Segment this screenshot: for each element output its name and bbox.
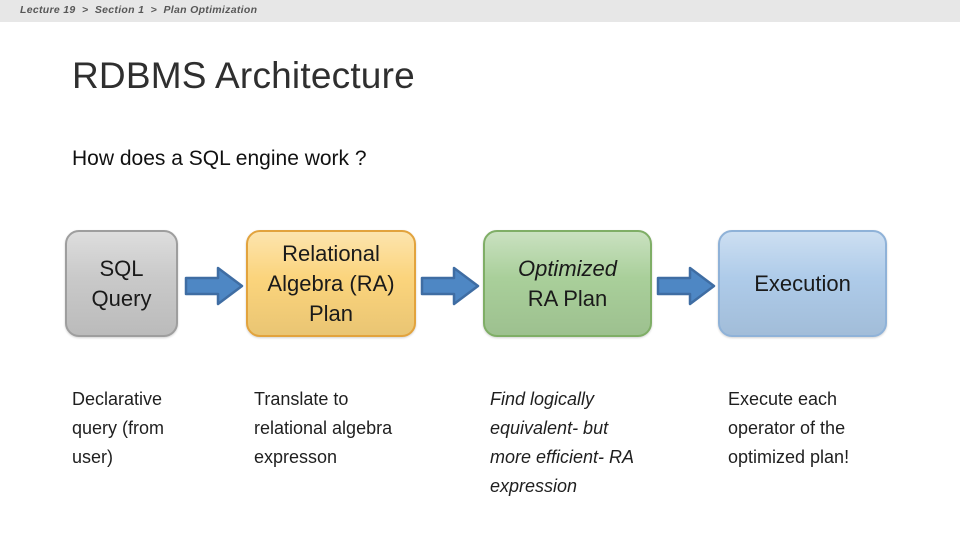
step-box-sql-query: SQL Query xyxy=(65,230,178,337)
step-caption-relational-algebra-plan: Translate to relational algebra expresso… xyxy=(254,389,393,467)
step-box-label: Execution xyxy=(754,270,851,296)
step-box-label-line: RA Plan xyxy=(527,285,608,311)
arrow-right-shape xyxy=(184,266,244,306)
step-box-label: SQL Query xyxy=(91,255,152,311)
step-box-label-line-italic: Optimized xyxy=(517,255,618,281)
step-box-label: Relational Algebra (RA) Plan xyxy=(267,240,395,326)
slide-header-bar xyxy=(0,0,960,22)
arrow-right-icon xyxy=(420,266,480,306)
breadcrumb: Lecture 19 > Section 1 > Plan Optimizati… xyxy=(20,4,258,16)
step-box-relational-algebra-plan: Relational Algebra (RA) Plan xyxy=(246,230,416,337)
step-caption-sql-query: Declarative query (from user) xyxy=(72,389,165,467)
step-caption-optimized-ra-plan: Find logically equivalent- but more effi… xyxy=(490,389,635,496)
step-box-label: Optimized RA Plan xyxy=(518,254,617,314)
arrow-right-icon xyxy=(656,266,716,306)
step-box-execution: Execution xyxy=(718,230,887,337)
slide-subtitle: How does a SQL engine work ? xyxy=(72,147,367,170)
step-caption-execution: Execute each operator of the optimized p… xyxy=(728,389,850,467)
arrow-right-shape xyxy=(656,266,716,306)
arrow-right-icon xyxy=(184,266,244,306)
slide-title: RDBMS Architecture xyxy=(72,55,415,96)
step-box-optimized-ra-plan: Optimized RA Plan xyxy=(483,230,652,337)
arrow-right-shape xyxy=(420,266,480,306)
